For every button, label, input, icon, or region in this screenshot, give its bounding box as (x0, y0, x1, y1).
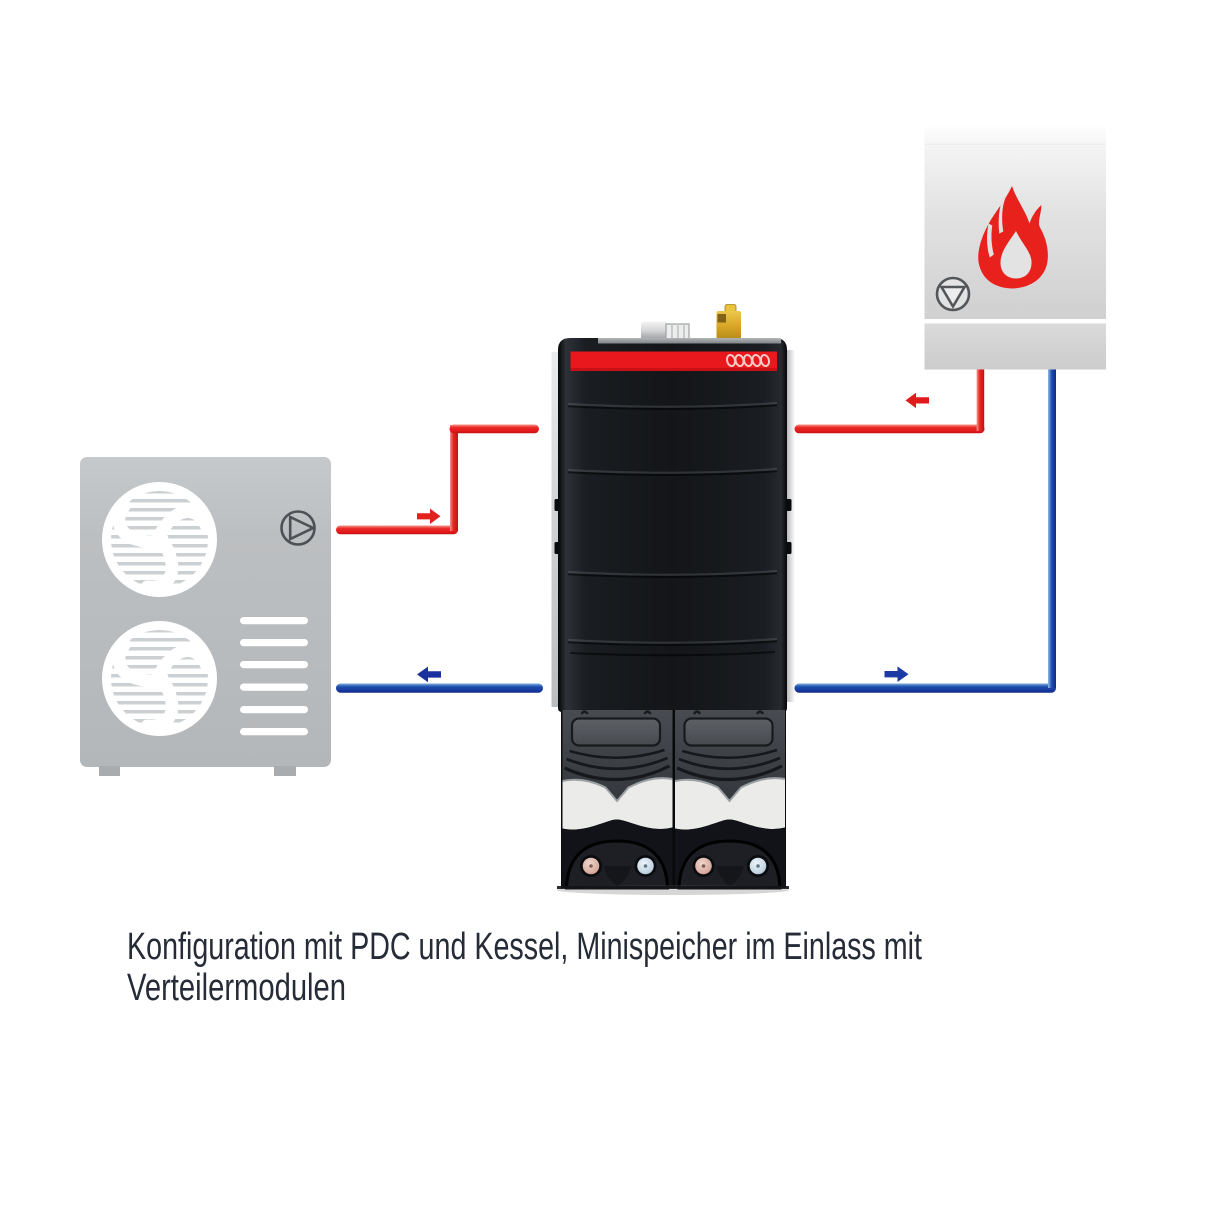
svg-text:Konfiguration mit PDC und Kess: Konfiguration mit PDC und Kessel, Minisp… (127, 926, 922, 968)
svg-text:Verteilermodulen: Verteilermodulen (127, 967, 346, 1009)
